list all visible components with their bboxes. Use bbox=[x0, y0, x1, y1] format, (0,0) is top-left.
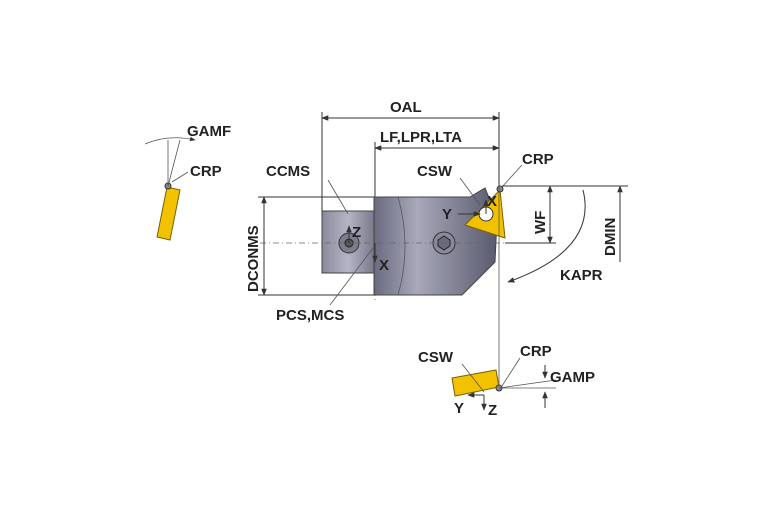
crp-point-top bbox=[496, 185, 504, 193]
dconms-label: DCONMS bbox=[245, 225, 262, 292]
dmin-label: DMIN bbox=[602, 218, 619, 256]
x-axis-insert: X bbox=[487, 193, 497, 210]
csw-label-top: CSW bbox=[417, 163, 453, 180]
kapr-dimension: KAPR bbox=[507, 189, 603, 284]
gamf-detail: GAMF CRP bbox=[144, 123, 231, 241]
kapr-label: KAPR bbox=[560, 267, 603, 284]
y-axis-insert: Y bbox=[442, 206, 452, 223]
tool-holder bbox=[321, 185, 506, 296]
dconms-dimension: DCONMS bbox=[245, 196, 374, 296]
gamf-label: GAMF bbox=[187, 123, 231, 140]
gamp-label: GAMP bbox=[550, 369, 595, 386]
crp-label-left: CRP bbox=[190, 163, 222, 180]
y-axis-bottom: Y bbox=[454, 400, 464, 417]
side-insert-left bbox=[156, 186, 181, 241]
crp-label-top: CRP bbox=[522, 151, 554, 168]
ccms-label: CCMS bbox=[266, 163, 310, 180]
lf-lpr-lta-label: LF,LPR,LTA bbox=[380, 129, 462, 146]
gamp-detail: CSW CRP Y Z GAMP bbox=[418, 343, 595, 419]
z-axis-bottom: Z bbox=[488, 402, 497, 419]
dmin-dimension: DMIN bbox=[556, 185, 628, 262]
csw-label-bottom: CSW bbox=[418, 349, 454, 366]
wf-label: WF bbox=[532, 211, 549, 234]
lf-dimension: LF,LPR,LTA bbox=[374, 129, 500, 197]
x-axis-holder: X bbox=[379, 257, 389, 274]
oal-label: OAL bbox=[390, 99, 422, 116]
z-axis-holder: Z bbox=[352, 224, 361, 241]
crp-label-bottom: CRP bbox=[520, 343, 552, 360]
side-insert-bottom bbox=[451, 369, 500, 397]
wf-dimension: WF bbox=[502, 185, 556, 244]
pcs-mcs-label: PCS,MCS bbox=[276, 307, 344, 324]
